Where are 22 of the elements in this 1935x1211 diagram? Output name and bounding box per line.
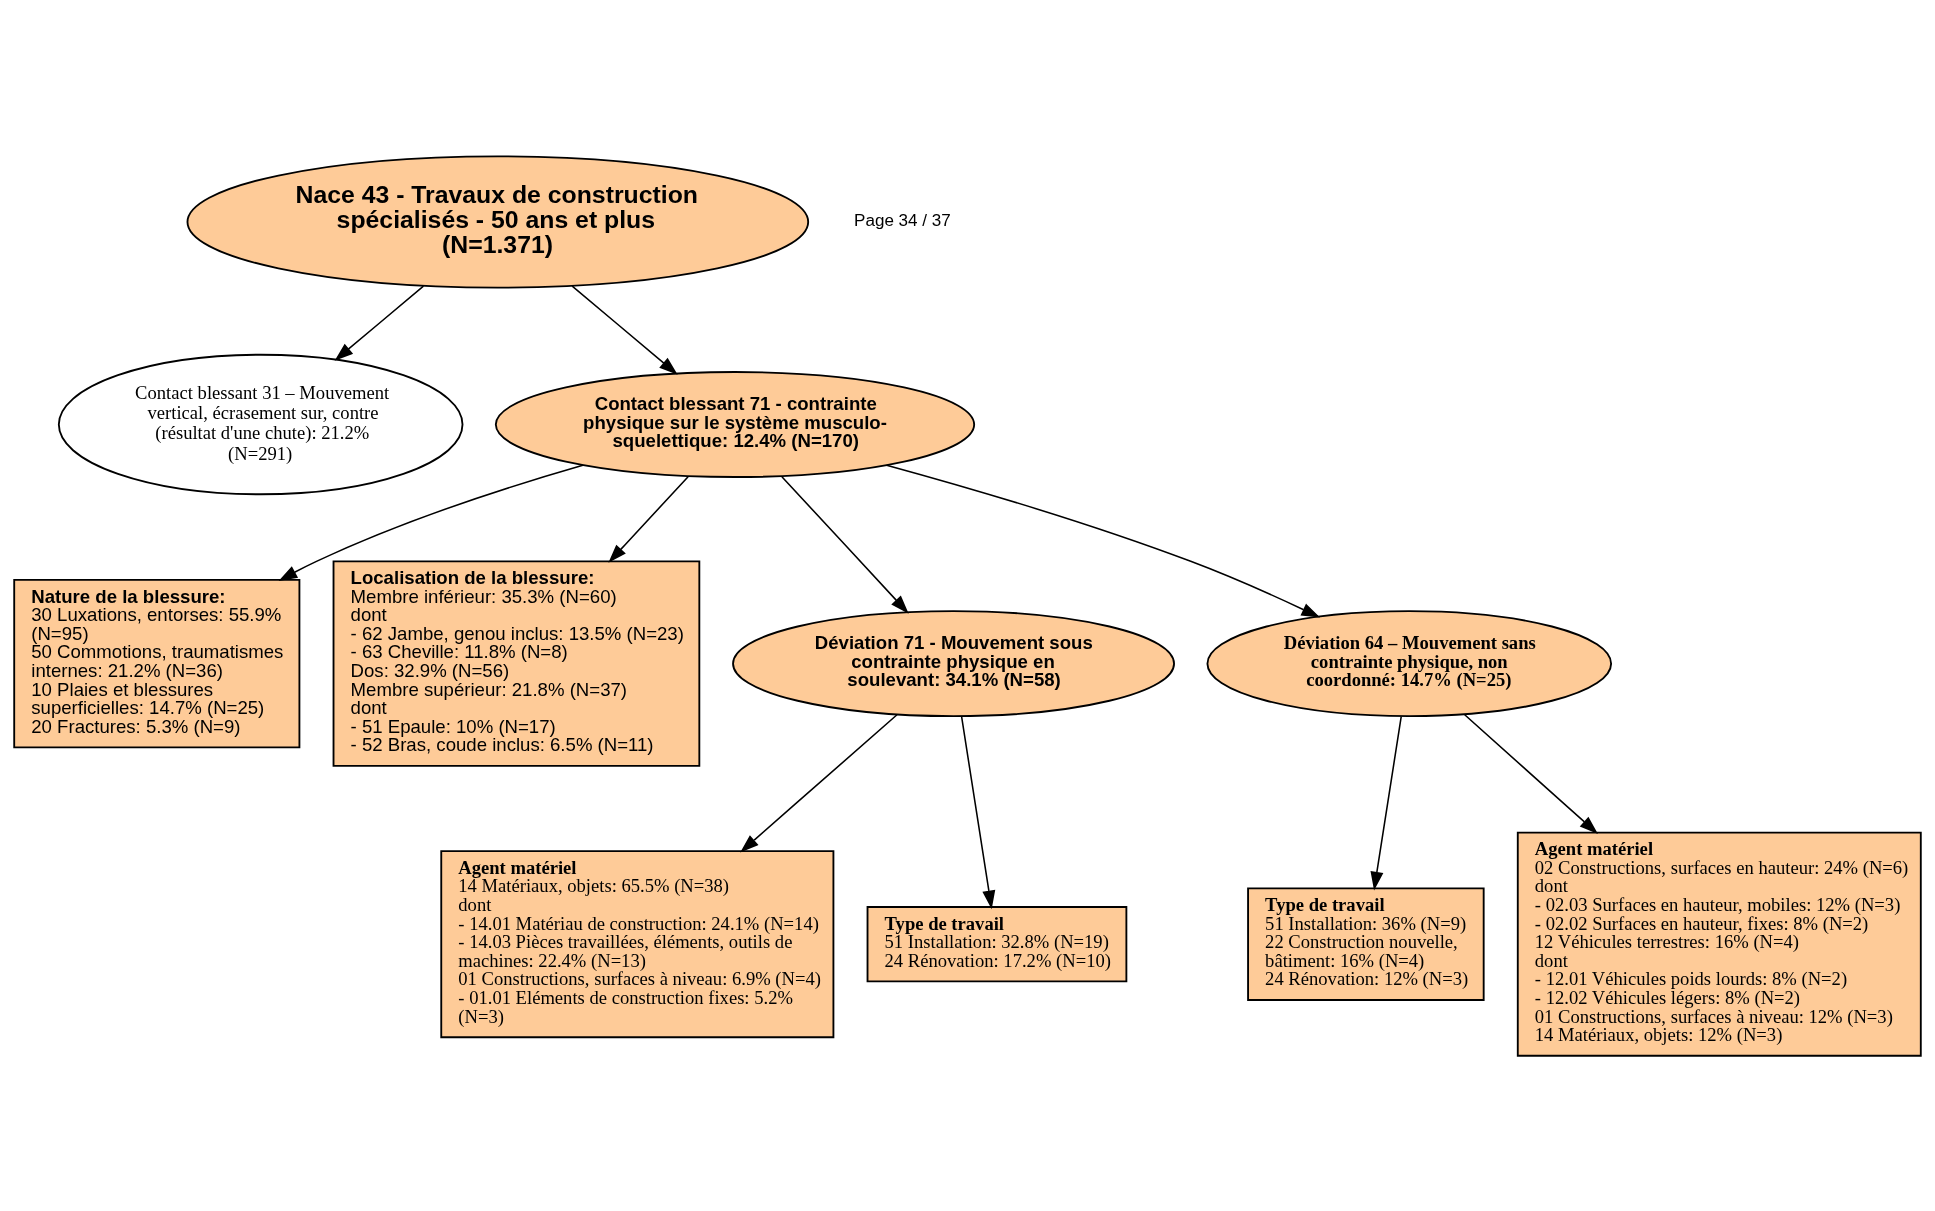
node-box: Type de travail 51 Installation: 36% (N=9) 22 Construction nouvelle, bâtiment: 16% (N=4) 24 Rénovation: 12% (N=3) [1247,886,1485,1001]
arrow [781,475,909,614]
arrow [1463,713,1598,834]
arrow [740,713,898,852]
node-ellipse: Déviation 64 – Mouvement sans contrainte physique, non coordonné: 14.7% (N=25) [1206,609,1613,717]
node-ellipse: Contact blessant 31 – Mouvement vertical, écrasement sur, contre (résultat d'une chute): 21.2% (N=291) [57,353,464,495]
arrow [571,284,678,375]
node-box: Localisation de la blessure: Membre inférieur: 35.3% (N=60) dont - 62 Jambe, genou inclus: 13.5% (N=23) - 63 Cheville: 11.8% (N=8) Dos: 32.9% (N=56) Membre supérieur: 21.8% (N=37) dont - 51 Epaule: 10% (N=17) - 52 Bras, coude inclus: 6.5% (N=11) [332,559,701,767]
label: Page 34 / 37 [854,210,951,230]
node-ellipse: Contact blessant 71 - contrainte physique sur le système musculo-squelettique: 12.4% (N=170) [494,370,976,478]
node-box: Nature de la blessure: 30 Luxations, entorses: 55.9% (N=95) 50 Commotions, traumatismes internes: 21.2% (N=36) 10 Plaies et blessures superficielles: 14.7% (N=25) 20 Fractures: 5.3% (N=9) [13,578,301,748]
arrow [278,464,584,581]
arrow [1370,715,1402,890]
node-box: Type de travail 51 Installation: 32.8% (N=19) 24 Rénovation: 17.2% (N=10) [866,905,1128,982]
node-box: Agent matériel 02 Constructions, surfaces en hauteur: 24% (N=6) dont - 02.03 Surfaces en hauteur, mobiles: 12% (N=3) - 02.02 Surfaces en hauteur, fixes: 8% (N=2) 12 Véhicules terrestres: 16% (N=4) dont - 12.01 Véhicules poids lourds: 8% (N=2) - 12.02 Véhicules légers: 8% (N=2) 01 Constructions, surfaces à niveau: 12% (N=3) 14 Matériaux, objets: 12% (N=3) [1516,831,1922,1057]
node-ellipse: Nace 43 - Travaux de construction spécialisés - 50 ans et plus (N=1.371) [186,154,810,289]
arrow [960,715,996,909]
node-ellipse: Déviation 71 - Mouvement sous contrainte physique en soulevant: 34.1% (N=58) [732,609,1175,717]
node-box: Agent matériel 14 Matériaux, objets: 65.5% (N=38) dont - 14.01 Matériau de construction: 24.1% (N=14) - 14.03 Pièces travaillées, éléments, outils de machines: 22.4% (N=13) 01 Constructions, surfaces à niveau: 6.9% (N=4) - 01.01 Eléments de construction fixes: 5.2% (N=3) [440,849,835,1038]
arrow [334,284,425,361]
arrow [608,475,689,563]
arrow [885,463,1321,617]
